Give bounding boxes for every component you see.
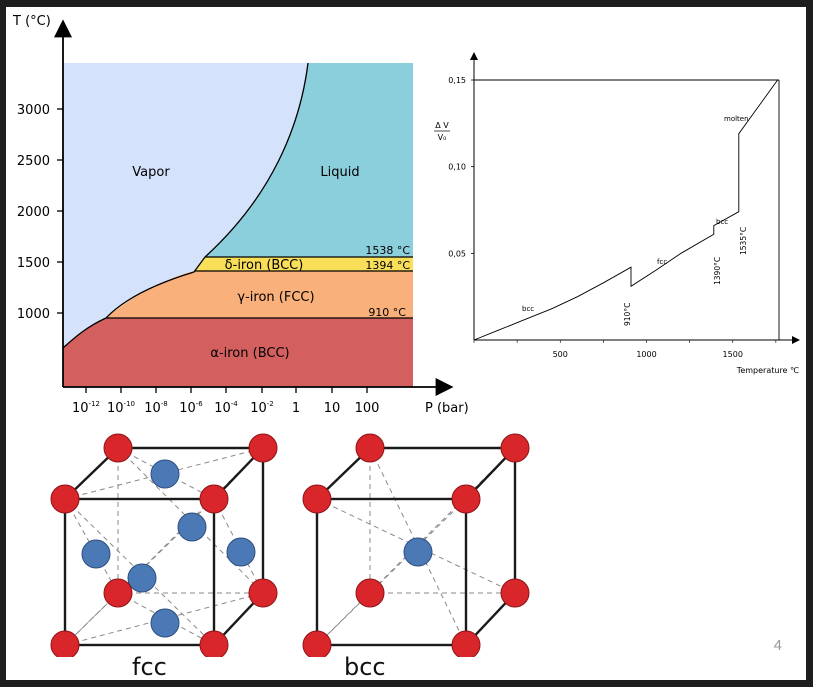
region-label-liquid: Liquid [320, 165, 359, 180]
dv-x-tick-label: 1000 [636, 350, 656, 359]
annotation-1394: 1394 °C [365, 259, 410, 272]
dv-y-tick-label: 0,15 [448, 76, 466, 85]
iron-phase-diagram: T (°C) P (bar) 1000 1500 2000 2500 3000 10-1… [12, 14, 469, 416]
volume-expansion-chart: Δ V V₀ Temperature ℃ 0,05 0,10 0,15 500 1000… [434, 52, 800, 375]
phase-label-molten: molten [724, 115, 749, 123]
phase-x-ticks: 10-12 10-10 10-8 10-6 10-4 10-2 1 10 100 [72, 387, 379, 416]
phase-y-tick-label: 1500 [17, 256, 50, 271]
phase-x-tick-label: 10 [324, 401, 341, 416]
annotation-910: 910 °C [368, 306, 406, 319]
phase-label-bcc-high: bcc [716, 218, 728, 226]
dv-y-label-bottom: V₀ [438, 133, 447, 142]
phase-x-tick-label: 10-8 [144, 400, 168, 416]
dv-series-line [473, 79, 778, 341]
bcc-corner-atoms [302, 433, 530, 657]
region-label-vapor: Vapor [132, 165, 170, 180]
fcc-center-atoms [81, 459, 256, 638]
gamma-iron-region [106, 271, 413, 318]
phase-x-tick-label: 10-4 [214, 400, 238, 416]
annotation-1538: 1538 °C [365, 244, 410, 257]
phase-x-axis-label: P (bar) [425, 401, 469, 416]
dv-x-tick-label: 500 [553, 350, 568, 359]
fcc-caption: fcc [132, 653, 167, 680]
alpha-iron-region [63, 318, 413, 387]
phase-x-tick-label: 10-2 [250, 400, 274, 416]
region-label-alpha-iron: α-iron (BCC) [210, 346, 289, 361]
phase-x-tick-label: 100 [355, 401, 380, 416]
phase-y-tick-label: 2500 [17, 154, 50, 169]
dv-y-tick-label: 0,10 [448, 163, 466, 172]
fcc-unit-cell [50, 433, 278, 657]
dv-y-label-top: Δ V [435, 121, 449, 130]
bcc-center-atom [403, 537, 433, 567]
fcc-corner-atoms [50, 433, 278, 657]
transition-label-910: 910°C [623, 303, 632, 326]
region-label-gamma-iron: γ-iron (FCC) [237, 290, 314, 305]
phase-y-tick-label: 3000 [17, 103, 50, 118]
phase-y-axis-label: T (°C) [12, 14, 51, 29]
phase-x-tick-label: 10-12 [72, 400, 100, 416]
phase-label-bcc-low: bcc [522, 305, 534, 313]
vapor-liquid-boundary [62, 62, 309, 349]
transition-label-1535: 1535°C [739, 227, 748, 255]
transition-label-1390: 1390°C [713, 257, 722, 285]
page-number: 4 [773, 637, 782, 654]
dv-x-label: Temperature ℃ [736, 366, 799, 375]
phase-y-tick-label: 1000 [17, 307, 50, 322]
liquid-region [205, 63, 413, 257]
phase-y-tick-label: 2000 [17, 205, 50, 220]
phase-x-tick-label: 10-6 [179, 400, 203, 416]
vapor-region [63, 63, 308, 348]
bcc-caption: bcc [344, 653, 386, 680]
phase-x-tick-label: 10-10 [107, 400, 135, 416]
bcc-unit-cell [302, 433, 530, 657]
dv-x-tick-label: 1500 [723, 350, 743, 359]
dv-y-tick-label: 0,05 [448, 249, 466, 258]
phase-x-tick-label: 1 [292, 401, 300, 416]
delta-iron-region [194, 257, 413, 271]
phase-label-fcc: fcc [657, 258, 667, 266]
region-label-delta-iron: δ-iron (BCC) [225, 258, 304, 273]
dv-ticks: 0,05 0,10 0,15 500 1000 1500 [448, 76, 777, 359]
phase-y-ticks: 1000 1500 2000 2500 3000 [17, 103, 63, 322]
